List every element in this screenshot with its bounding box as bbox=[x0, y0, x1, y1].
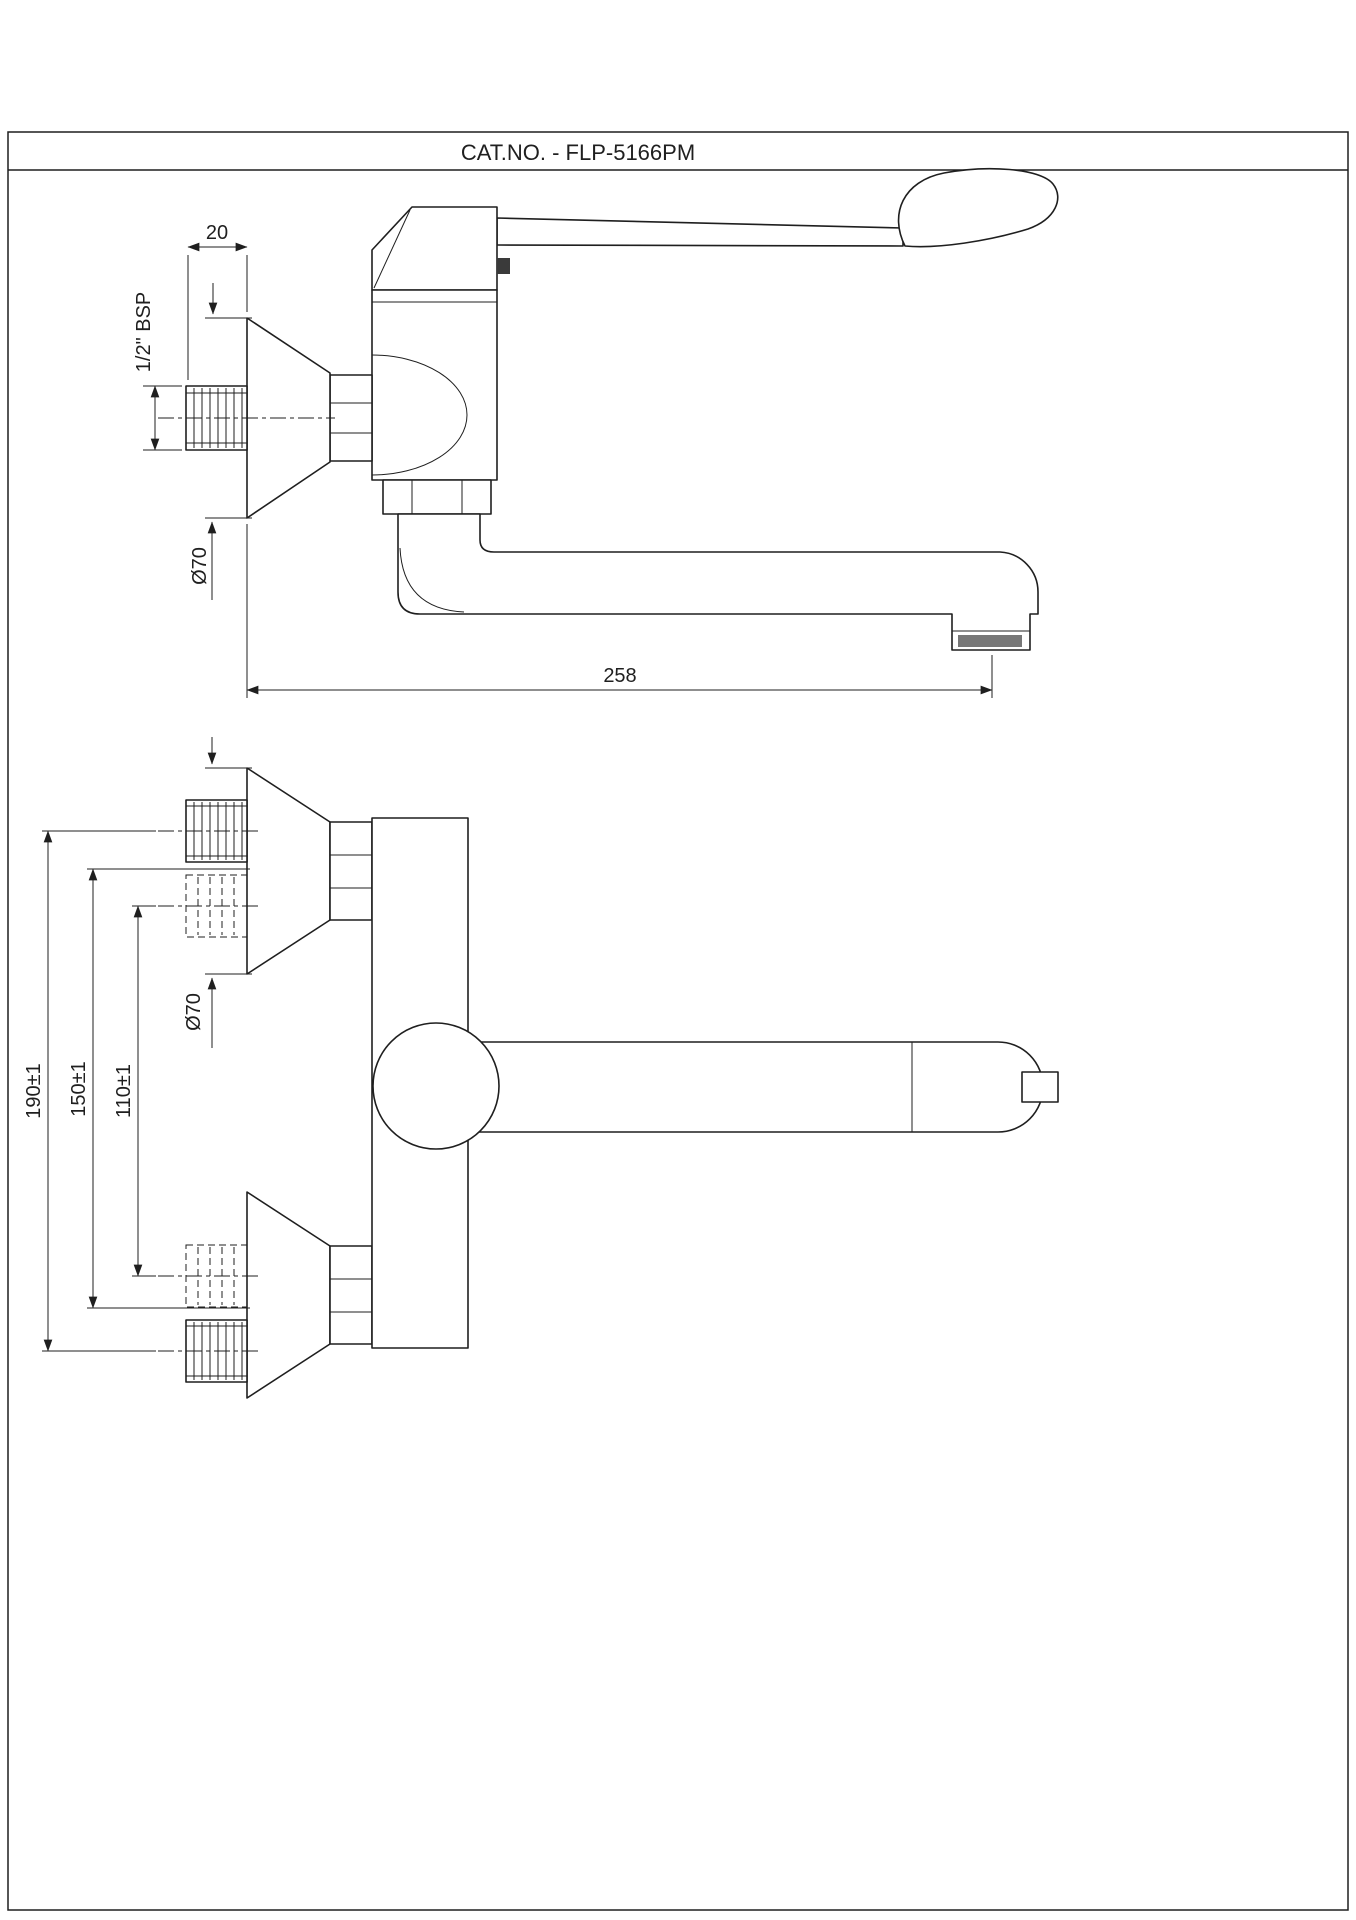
wall-flange-side bbox=[246, 317, 331, 519]
side-view: 20 1/2" BSP Ø70 258 bbox=[133, 167, 1059, 698]
dim-nipple-offset: 20 bbox=[187, 222, 248, 380]
svg-text:110±1: 110±1 bbox=[113, 1064, 135, 1118]
spout-nut bbox=[382, 479, 492, 515]
lower-wall-flange bbox=[246, 1191, 331, 1399]
housing-chamfer-line bbox=[373, 209, 411, 289]
svg-text:150±1: 150±1 bbox=[68, 1061, 90, 1116]
dim-inlet-span-inner: 110±1 bbox=[113, 905, 156, 1277]
drawing-frame bbox=[7, 131, 1349, 1911]
svg-text:258: 258 bbox=[603, 665, 636, 687]
lever-paddle bbox=[897, 167, 1059, 248]
svg-text:Ø70: Ø70 bbox=[183, 993, 205, 1031]
dim-inlet-span-outer: 190±1 bbox=[23, 830, 156, 1352]
svg-text:Ø70: Ø70 bbox=[189, 547, 211, 585]
spout-bend-line bbox=[399, 547, 465, 613]
dim-spout-reach: 258 bbox=[246, 524, 993, 698]
dim-inlet-span-mid: 150±1 bbox=[68, 868, 250, 1309]
svg-text:20: 20 bbox=[206, 222, 228, 244]
front-view: Ø70 190±1 150±1 110±1 bbox=[23, 737, 1059, 1399]
inlet-dome bbox=[371, 354, 468, 476]
set-screw bbox=[497, 258, 510, 274]
handle-ball bbox=[372, 1022, 500, 1150]
cartridge-housing bbox=[371, 206, 498, 291]
dim-flange-diameter-front: Ø70 bbox=[183, 737, 252, 1048]
upper-flange-nut bbox=[329, 821, 373, 921]
lever-arm bbox=[496, 217, 904, 247]
upper-wall-flange bbox=[246, 767, 331, 975]
svg-text:190±1: 190±1 bbox=[23, 1063, 45, 1118]
spout-side bbox=[397, 513, 1039, 651]
lower-flange-nut bbox=[329, 1245, 373, 1345]
mixer-body-side bbox=[371, 289, 498, 481]
dim-thread-size: 1/2" BSP bbox=[133, 292, 182, 451]
spout-outlet-tab bbox=[1021, 1071, 1059, 1103]
dim-flange-diameter-side: Ø70 bbox=[189, 283, 252, 600]
spout-front bbox=[467, 1041, 1044, 1133]
page-title: CAT.NO. - FLP-5166PM bbox=[461, 140, 695, 165]
aerator-insert bbox=[958, 635, 1022, 647]
svg-text:1/2" BSP: 1/2" BSP bbox=[133, 292, 155, 372]
flange-nut-side bbox=[329, 374, 373, 462]
